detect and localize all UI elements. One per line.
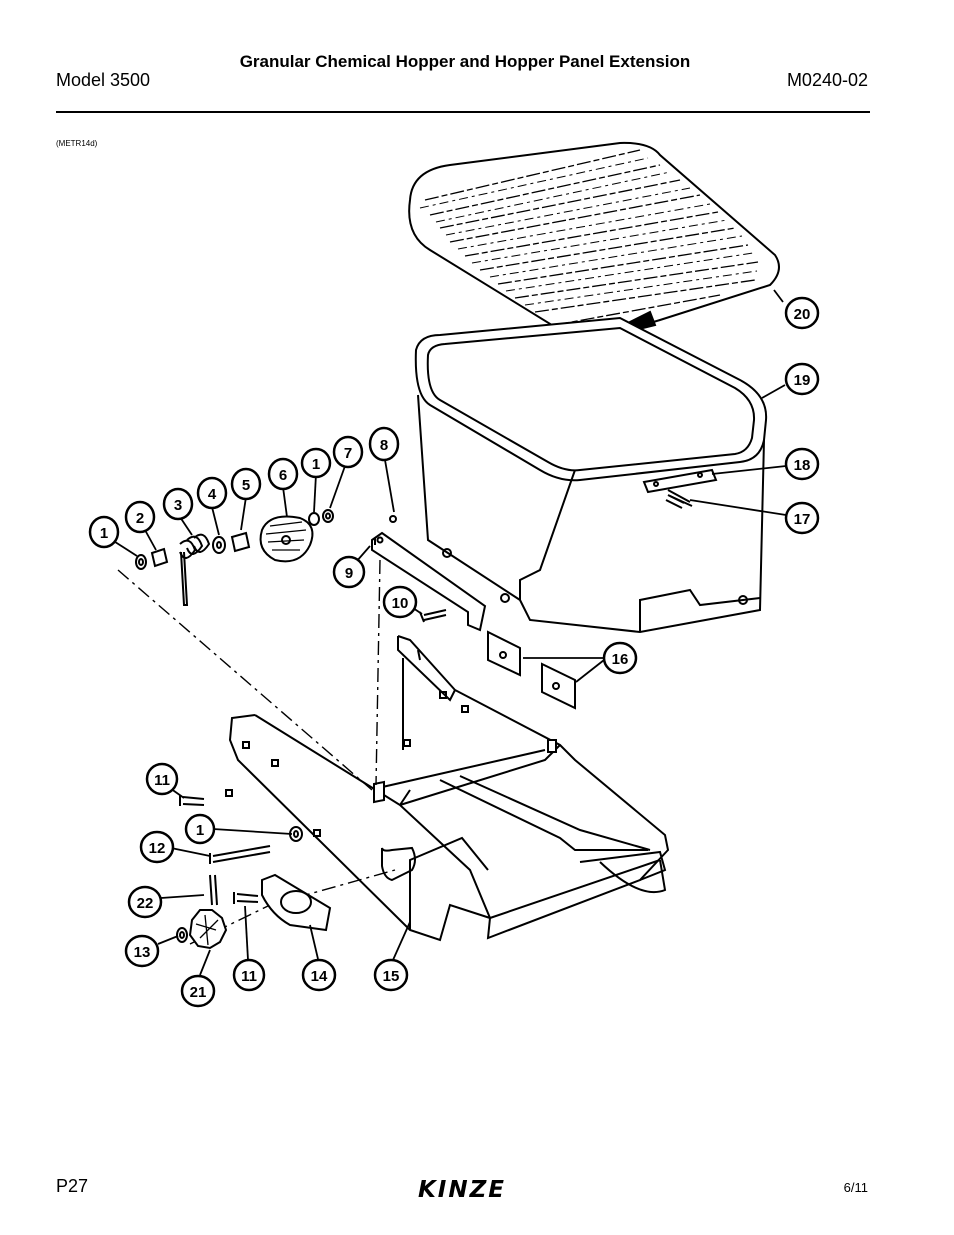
spring-part-3 — [179, 533, 211, 606]
svg-text:16: 16 — [612, 651, 629, 668]
svg-text:11: 11 — [154, 772, 170, 789]
svg-text:18: 18 — [794, 457, 811, 474]
svg-text:10: 10 — [392, 595, 409, 612]
callout-5: 5 — [230, 467, 262, 501]
callout-15: 15 — [373, 958, 409, 992]
callout-leaders — [111, 289, 787, 976]
callout-16: 16 — [602, 641, 638, 675]
callout-12: 12 — [139, 830, 175, 864]
svg-text:3: 3 — [174, 497, 182, 514]
callout-3: 3 — [162, 487, 194, 521]
callout-4: 4 — [196, 476, 228, 510]
figure-reference: (METR14d) — [56, 139, 98, 148]
svg-text:15: 15 — [383, 968, 400, 985]
header-divider — [56, 111, 870, 113]
pin-part-22 — [209, 874, 218, 906]
callout-13: 13 — [124, 934, 160, 968]
kinze-logo: KINZE — [405, 1176, 525, 1204]
bushing-part-2 — [150, 547, 169, 568]
hopper-body — [414, 316, 768, 634]
svg-text:20: 20 — [794, 306, 811, 323]
callout-17: 17 — [784, 501, 820, 535]
svg-text:6: 6 — [279, 467, 287, 484]
washer-part-1-upper — [135, 554, 147, 570]
panel-extension — [371, 515, 576, 710]
nut-part-7 — [322, 509, 334, 523]
svg-text:12: 12 — [149, 840, 166, 857]
svg-text:8: 8 — [380, 437, 388, 454]
svg-text:22: 22 — [137, 895, 154, 912]
callouts: 20 19 18 17 16 8 7 1 6 5 4 3 2 1 9 10 11… — [88, 296, 820, 1008]
callout-14: 14 — [301, 958, 337, 992]
callout-22: 22 — [127, 885, 163, 919]
bolt-part-17 — [665, 494, 685, 509]
washer-part-1-right — [308, 512, 320, 526]
bolt-part-11-lower — [233, 892, 259, 904]
bolt-part-11-upper — [179, 795, 205, 806]
callout-19: 19 — [784, 362, 820, 396]
svg-text:5: 5 — [242, 477, 250, 494]
idler-part-6 — [259, 515, 314, 563]
svg-text:17: 17 — [794, 511, 811, 528]
svg-text:9: 9 — [345, 565, 353, 582]
svg-text:2: 2 — [136, 510, 144, 527]
svg-text:13: 13 — [134, 944, 151, 961]
callout-18: 18 — [784, 447, 820, 481]
model-label: Model 3500 — [56, 70, 151, 90]
revision-date: 6/11 — [843, 1180, 868, 1195]
callout-1-lower: 1 — [184, 813, 216, 845]
svg-text:1: 1 — [196, 822, 204, 839]
callout-7: 7 — [332, 435, 364, 469]
page-title: Granular Chemical Hopper and Hopper Pane… — [239, 52, 691, 71]
page-number: P27 — [56, 1176, 89, 1196]
callout-10: 10 — [382, 585, 418, 619]
svg-text:4: 4 — [208, 486, 217, 503]
document-number: M0240-02 — [786, 70, 868, 90]
callout-8: 8 — [368, 426, 400, 462]
meter-frame — [225, 635, 670, 942]
svg-text:7: 7 — [344, 445, 352, 462]
bolt-part-10 — [419, 609, 447, 623]
callout-1-upper-right: 1 — [300, 447, 332, 479]
hardware-parts — [135, 494, 685, 950]
svg-text:11: 11 — [241, 968, 257, 985]
svg-text:1: 1 — [312, 456, 320, 473]
hopper-lid — [408, 141, 780, 342]
sprocket-part-21 — [188, 909, 228, 950]
callout-2: 2 — [124, 500, 156, 534]
gasket-part-14 — [261, 873, 332, 932]
svg-text:21: 21 — [190, 984, 207, 1001]
callout-9: 9 — [332, 555, 366, 589]
bushing-part-5 — [230, 531, 251, 553]
washer-part-13 — [176, 927, 188, 943]
callout-11-lower: 11 — [232, 958, 266, 992]
svg-text:1: 1 — [100, 525, 108, 542]
kinze-logo-text: KINZE — [417, 1177, 507, 1203]
washer-part-4 — [212, 536, 226, 554]
callout-11-upper: 11 — [145, 762, 179, 796]
svg-text:14: 14 — [311, 968, 328, 985]
svg-text:19: 19 — [794, 372, 811, 389]
callout-1-upper-left: 1 — [88, 515, 120, 549]
callout-21: 21 — [180, 974, 216, 1008]
bolt-part-12 — [209, 845, 271, 864]
callout-6: 6 — [267, 457, 299, 491]
callout-20: 20 — [784, 296, 820, 330]
